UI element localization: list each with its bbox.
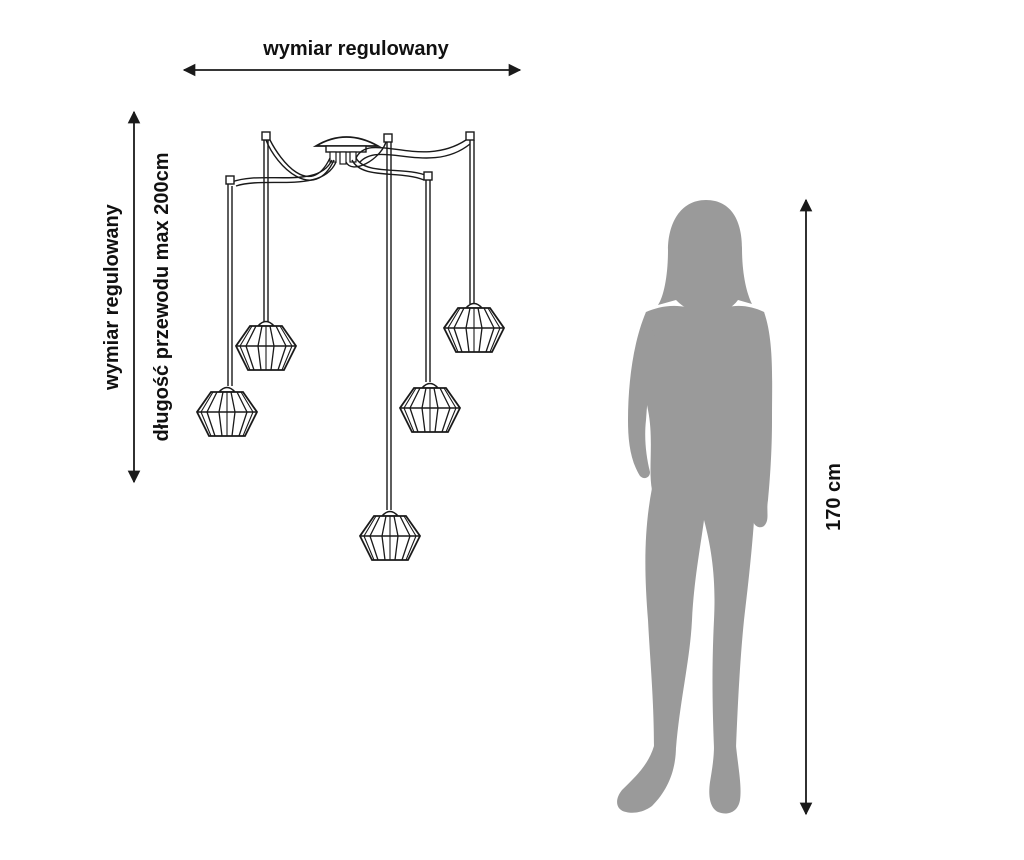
- pendant-lamp-5: [359, 510, 421, 561]
- wire-cage-pendant-icon: [443, 302, 505, 353]
- cable-length-label: długość przewodu max 200cm: [151, 153, 173, 442]
- pendant-lamp-4: [399, 382, 461, 433]
- wire-cage-pendant-icon: [359, 510, 421, 561]
- left-height-label: wymiar regulowany: [101, 203, 123, 390]
- wire-cage-pendant-icon: [235, 320, 297, 371]
- top-width-dimension: wymiar regulowany: [182, 38, 522, 77]
- pendant-lamp-2: [196, 386, 258, 437]
- wire-cage-pendant-icon: [196, 386, 258, 437]
- pendant-lamp-1: [235, 320, 297, 371]
- person-height-label: 170 cm: [823, 463, 845, 531]
- wire-cage-pendant-icon: [399, 382, 461, 433]
- left-height-dimension: wymiar regulowany długość przewodu max 2…: [101, 110, 173, 484]
- woman-silhouette-icon: [617, 200, 773, 814]
- ceiling-canopy-icon: [312, 136, 382, 165]
- cables: [225, 131, 475, 510]
- top-width-label: wymiar regulowany: [262, 38, 449, 60]
- pendant-lamp-3: [443, 302, 505, 353]
- person-height-dimension: 170 cm: [799, 198, 845, 816]
